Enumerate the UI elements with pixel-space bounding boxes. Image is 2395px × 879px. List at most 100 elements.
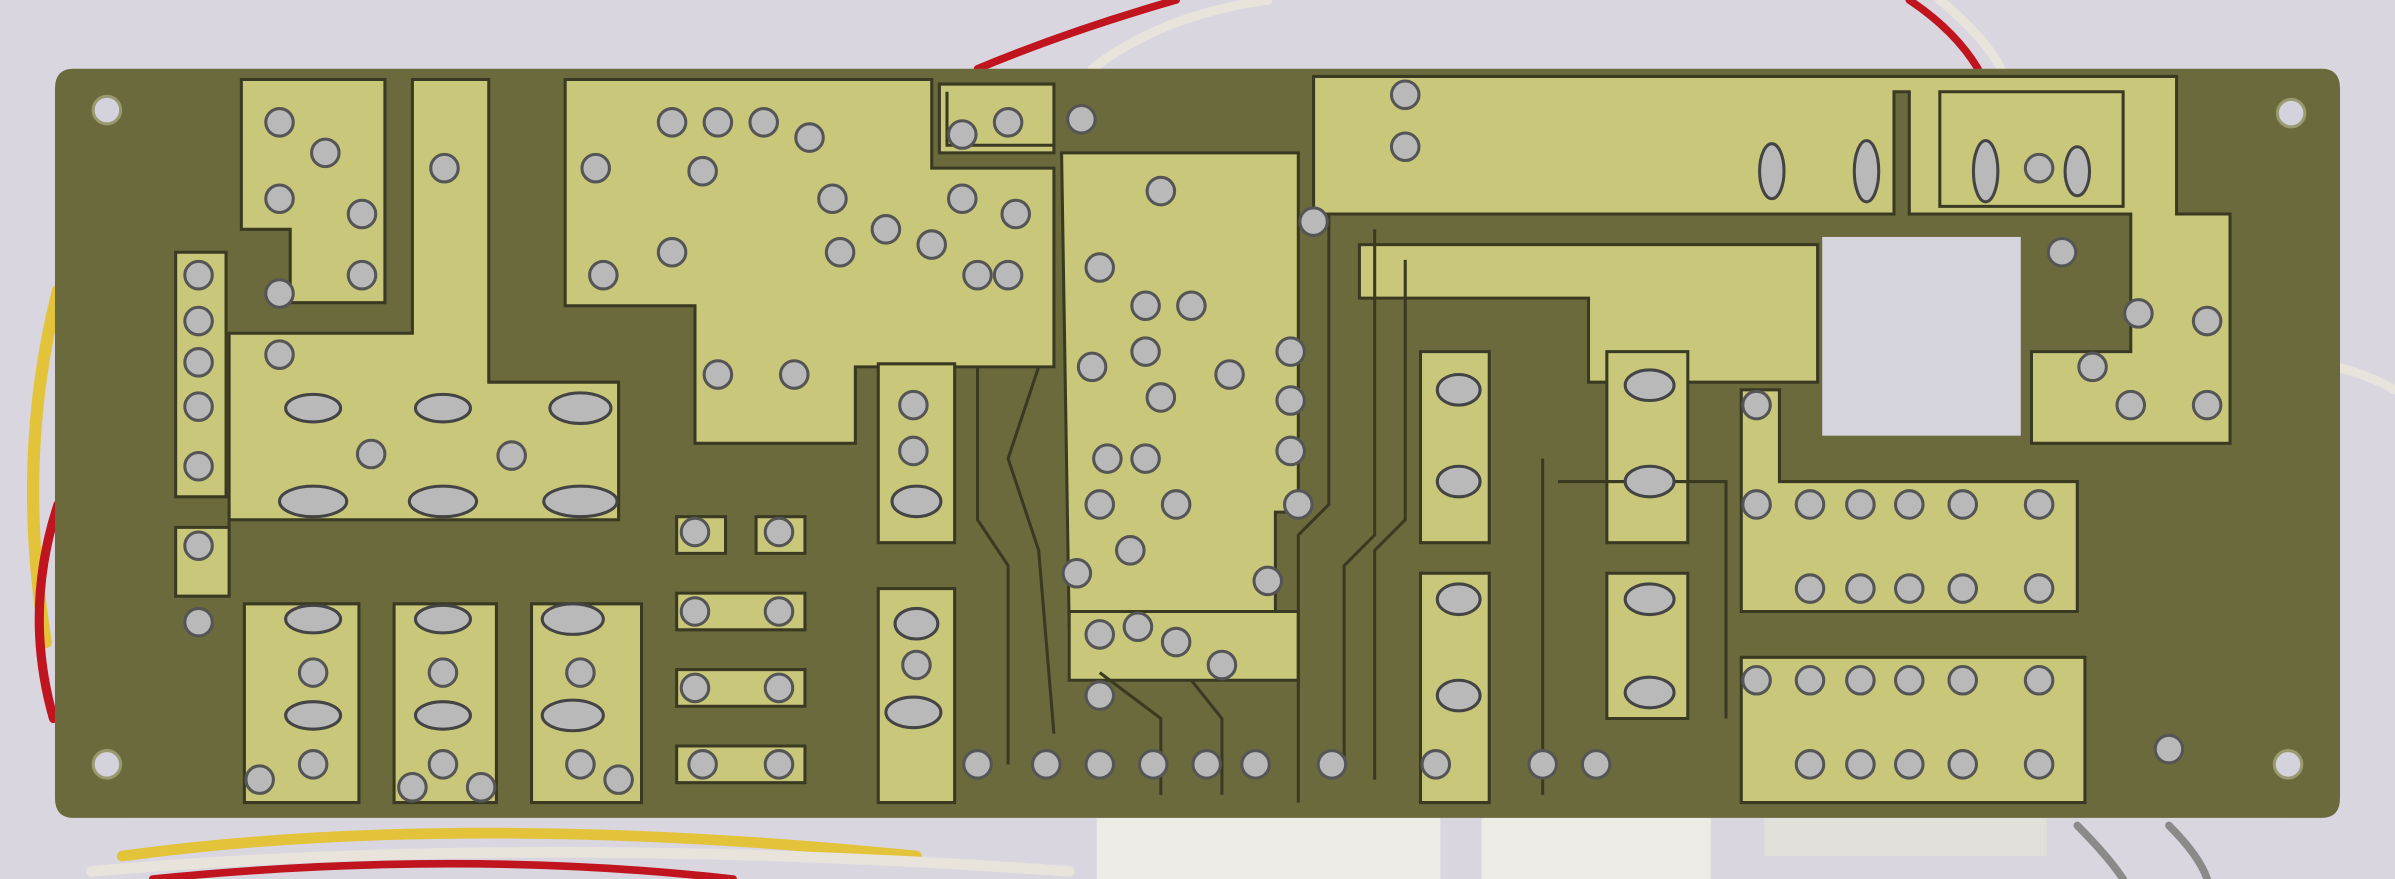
solder-joint [1794, 573, 1826, 604]
mounting-hole-bottom-right [2272, 749, 2304, 780]
mounting-hole-bottom-left [91, 749, 123, 780]
solder-pad-oval [1623, 368, 1676, 403]
solder-joint [656, 236, 688, 268]
solder-joint [2153, 733, 2185, 765]
mounting-hole-top-left [91, 94, 123, 126]
solder-joint [183, 347, 214, 378]
connector-bottom-2 [1481, 810, 1711, 879]
solder-joint [1389, 79, 1421, 111]
solder-pad-oval [407, 484, 479, 519]
solder-pad-oval [413, 603, 472, 635]
solder-joint [603, 764, 634, 795]
solder-joint [1115, 535, 1146, 566]
solder-joint [264, 339, 295, 370]
solder-joint [183, 305, 214, 337]
solder-joint [1084, 680, 1116, 711]
solder-joint [1160, 489, 1192, 520]
solder-joint [947, 183, 978, 215]
solder-joint [778, 359, 810, 390]
solder-joint [1160, 626, 1192, 658]
solder-joint [1076, 351, 1108, 383]
solder-joint [2191, 305, 2223, 337]
solder-joint [992, 259, 1024, 291]
red-wire-bottom [148, 859, 737, 879]
solder-joint [947, 119, 978, 150]
solder-joint [1084, 619, 1116, 650]
solder-pad-oval [1435, 678, 1482, 713]
solder-joint [702, 359, 734, 390]
solder-joint [1741, 664, 1772, 696]
solder-pad-oval [277, 484, 349, 519]
solder-joint [183, 259, 214, 291]
red-wire-right [1905, 0, 1982, 73]
solder-joint [962, 749, 993, 780]
solder-joint [1084, 489, 1116, 520]
mounting-hole-top-right [2275, 97, 2307, 129]
solder-joint [1066, 103, 1097, 135]
solder-joint [1240, 749, 1271, 780]
solder-joint [1947, 489, 1979, 520]
solder-joint [244, 764, 275, 795]
solder-joint [898, 389, 929, 421]
solder-joint [763, 596, 795, 627]
solder-joint [1845, 573, 1876, 604]
board-cutout [1822, 236, 2021, 436]
solder-joint [901, 649, 932, 681]
solder-joint [1316, 749, 1348, 780]
solder-joint [2191, 389, 2223, 421]
solder-joint [1947, 664, 1979, 696]
solder-joint [429, 152, 460, 184]
solder-pad-oval [884, 695, 943, 730]
solder-pad-oval [1435, 464, 1482, 499]
grey-wire-bottom-right [2073, 821, 2211, 879]
solder-joint [2023, 152, 2055, 184]
white-wire-top [1087, 0, 1273, 74]
solder-pad-oval [540, 698, 605, 733]
solder-pad-oval [1971, 139, 2000, 204]
solder-joint [1741, 489, 1772, 520]
solder-joint [264, 183, 295, 215]
solder-joint [588, 259, 619, 291]
solder-joint [1122, 611, 1154, 643]
solder-joint [1794, 664, 1826, 696]
solder-joint [1298, 206, 1329, 237]
solder-joint [1894, 664, 1925, 696]
solder-joint [427, 657, 459, 688]
solder-joint [2115, 389, 2147, 421]
solder-pad-oval [413, 392, 472, 424]
solder-pads [183, 79, 2223, 803]
solder-joint [817, 183, 848, 215]
solder-joint [702, 107, 734, 138]
solder-joint [1130, 443, 1161, 474]
solder-pad-oval [1435, 582, 1482, 617]
solder-pad-oval [284, 700, 343, 731]
solder-joint [1084, 749, 1116, 780]
solder-joint [427, 749, 459, 780]
solder-pad-oval [1623, 675, 1676, 710]
solder-joint [1176, 290, 1207, 322]
solder-joint [748, 107, 779, 138]
solder-joint [679, 516, 711, 548]
solder-pad-oval [542, 484, 619, 519]
solder-joint [2077, 351, 2108, 383]
solder-joint [346, 259, 378, 291]
solder-pad-oval [540, 602, 605, 636]
solder-joint [962, 259, 993, 291]
solder-pad-oval [284, 392, 343, 424]
solder-joint [824, 236, 856, 268]
solder-joint [679, 672, 711, 704]
solder-joint [1794, 749, 1826, 780]
solder-joint [1130, 290, 1161, 322]
solder-joint [1137, 749, 1169, 780]
solder-joint [1947, 573, 1979, 604]
solder-joint [916, 229, 948, 260]
solder-joint [2023, 489, 2055, 520]
solder-joint [183, 530, 214, 562]
solder-joint [794, 122, 825, 153]
solder-joint [898, 435, 929, 467]
solder-joint [1527, 749, 1558, 780]
solder-joint [1145, 175, 1177, 207]
solder-pad-oval [1623, 582, 1676, 617]
solder-joint [687, 155, 718, 187]
